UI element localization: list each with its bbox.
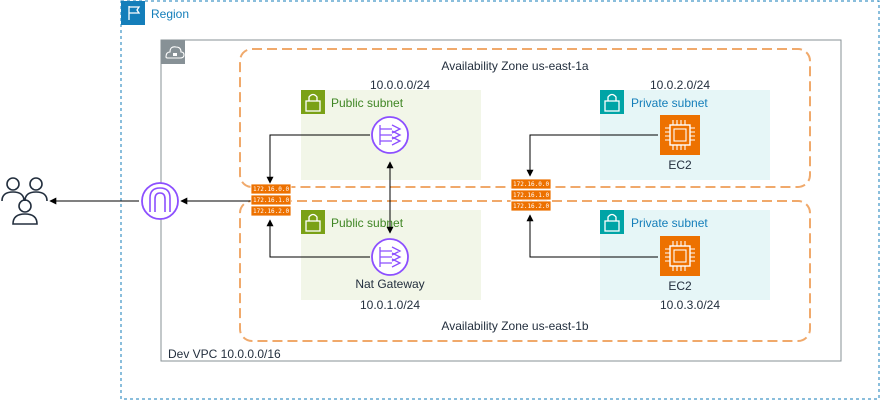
private-subnet-1-cidr: 10.0.2.0/24: [649, 78, 711, 92]
route-table-icon: [510, 178, 552, 212]
nat1-to-router-connector: [266, 134, 370, 184]
lock-icon: [600, 90, 624, 114]
public-subnet-1-cidr: 10.0.0.0/24: [369, 78, 431, 92]
route-entry: 172.16.2.0: [513, 202, 550, 210]
nat-gateway-icon: [371, 238, 409, 276]
az2-label: Availability Zone us-east-1b: [441, 319, 589, 333]
nat-gateway-label: Nat Gateway: [355, 277, 425, 291]
vpc-label: Dev VPC 10.0.0.0/16: [168, 347, 281, 361]
public-subnet-2-label: Public subnet: [331, 216, 404, 230]
route-table-icon: [250, 183, 292, 217]
lock-icon: [301, 90, 325, 114]
internet-gateway-icon: [141, 182, 179, 220]
private-subnet-2-cidr: 10.0.3.0/24: [659, 298, 721, 312]
nat2-to-router-connector: [266, 219, 370, 258]
lock-icon: [600, 210, 624, 234]
ec2-instance-icon: [660, 115, 700, 155]
route-entry: 172.16.1.0: [513, 191, 550, 199]
az-us-east-1a: [239, 48, 811, 188]
route-entry: 172.16.0.0: [513, 180, 550, 188]
region-boundary: [120, 0, 880, 400]
route-entry: 172.16.0.0: [253, 185, 290, 193]
flag-icon: [121, 1, 145, 25]
region-label: Region: [151, 7, 190, 21]
private-subnet-2-label: Private subnet: [631, 216, 708, 230]
ec2-2-to-router-connector: [526, 214, 658, 258]
route-entry: 172.16.1.0: [253, 196, 290, 204]
route-entry: 172.16.2.0: [253, 207, 290, 215]
nat-gateway-icon: [371, 116, 409, 154]
lock-icon: [301, 210, 325, 234]
ec2-1-label: EC2: [668, 158, 692, 172]
users-icon: [1, 177, 48, 225]
ec2-2-label: EC2: [668, 279, 692, 293]
az1-label: Availability Zone us-east-1a: [441, 59, 589, 73]
ec2-instance-icon: [660, 236, 700, 276]
private-subnet-1-label: Private subnet: [631, 96, 708, 110]
cloud-lock-icon: [161, 40, 185, 64]
public-subnet-2-cidr: 10.0.1.0/24: [359, 298, 421, 312]
ec2-1-to-router-connector: [526, 134, 658, 177]
public-subnet-1-label: Public subnet: [331, 96, 404, 110]
